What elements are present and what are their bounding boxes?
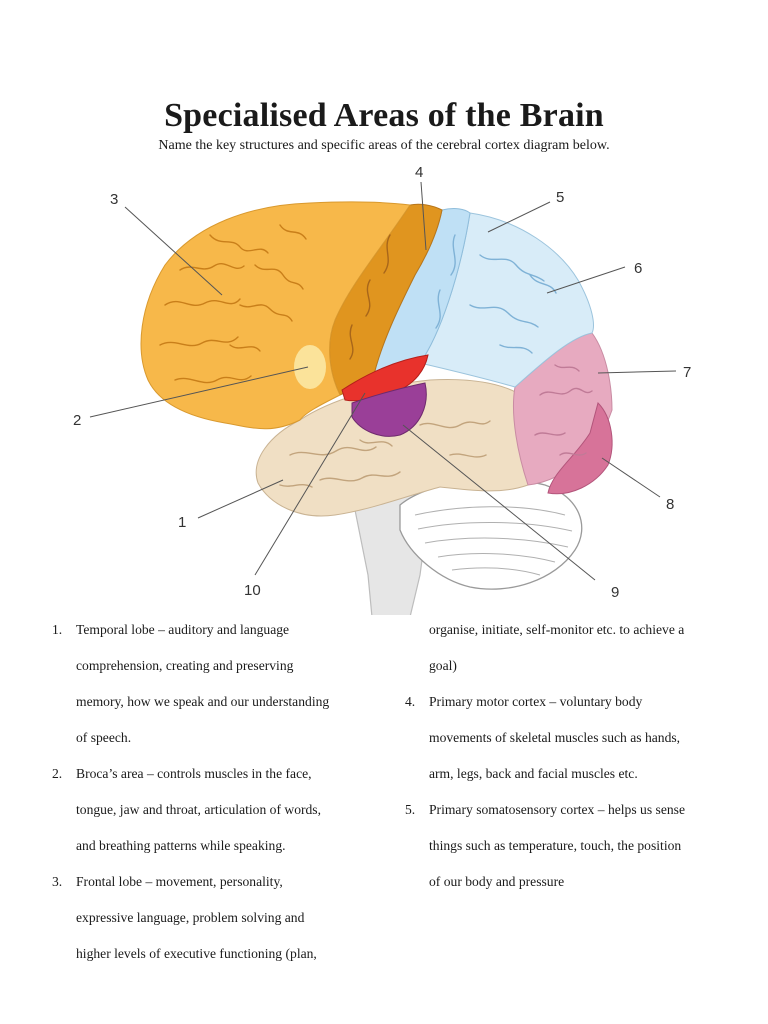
list-item-line: comprehension, creating and preserving [76, 658, 294, 673]
gyri-texture [159, 224, 593, 488]
brain-diagram: 1 2 3 4 5 6 7 8 9 10 [73, 164, 691, 615]
list-item-line: movements of skeletal muscles such as ha… [429, 730, 681, 745]
callout-9: 9 [611, 584, 619, 601]
leader-line-3 [124, 206, 223, 296]
leader-line-4 [420, 181, 427, 251]
frontal-lobe [140, 201, 411, 430]
brocas-area [294, 345, 326, 389]
list-item-line: and breathing patterns while speaking. [76, 838, 286, 853]
callout-2: 2 [73, 412, 81, 429]
list-item-line: higher levels of executive functioning (… [76, 946, 317, 961]
list-item-3-continuation: organise, initiate, self-monitor etc. to… [405, 612, 735, 684]
list-item-number: 2. [52, 766, 63, 781]
callout-4: 4 [415, 164, 423, 181]
leader-line-6 [546, 266, 626, 294]
list-item-line: Primary motor cortex – voluntary body [429, 694, 643, 709]
list-item-5: 5. Primary somatosensory cortex – helps … [405, 792, 735, 900]
callout-7: 7 [683, 364, 691, 381]
leader-lines [89, 181, 677, 581]
list-item-line: organise, initiate, self-monitor etc. to… [429, 622, 685, 637]
callout-numbers: 1 2 3 4 5 6 7 8 9 10 [73, 164, 691, 601]
list-item-line: goal) [429, 658, 457, 673]
list-item-3: 3. Frontal lobe – movement, personality,… [52, 864, 382, 972]
list-item-line: tongue, jaw and throat, articulation of … [76, 802, 321, 817]
callout-3: 3 [110, 191, 118, 208]
leader-line-1 [197, 479, 284, 519]
list-item-line: things such as temperature, touch, the p… [429, 838, 682, 853]
list-item-number: 3. [52, 874, 63, 889]
wernickes-area [351, 382, 427, 437]
list-item-line: memory, how we speak and our understandi… [76, 694, 330, 709]
list-item-line: of speech. [76, 730, 132, 745]
callout-10: 10 [244, 582, 261, 599]
list-item-line: expressive language, problem solving and [76, 910, 305, 925]
leader-line-8 [601, 457, 661, 498]
list-left-column: 1. Temporal lobe – auditory and language… [52, 612, 382, 972]
list-item-4: 4. Primary motor cortex – voluntary body… [405, 684, 735, 792]
page-title: Specialised Areas of the Brain [164, 97, 604, 134]
callout-6: 6 [634, 260, 642, 277]
list-item-number: 1. [52, 622, 63, 637]
list-item-line: of our body and pressure [429, 874, 565, 889]
list-item-1: 1. Temporal lobe – auditory and language… [52, 612, 382, 756]
list-item-2: 2. Broca’s area – controls muscles in th… [52, 756, 382, 864]
leader-line-7 [597, 370, 677, 374]
list-item-number: 5. [405, 802, 416, 817]
callout-5: 5 [556, 189, 564, 206]
list-item-line: Temporal lobe – auditory and language [76, 622, 290, 637]
leader-line-2 [89, 366, 309, 418]
list-right-column: organise, initiate, self-monitor etc. to… [405, 612, 735, 900]
list-item-line: Primary somatosensory cortex – helps us … [429, 802, 685, 817]
list-item-number: 4. [405, 694, 416, 709]
list-item-line: arm, legs, back and facial muscles etc. [429, 766, 638, 781]
page-subtitle: Name the key structures and specific are… [158, 138, 610, 153]
temporal-lobe [255, 379, 531, 517]
primary-visual-cortex [547, 402, 613, 495]
list-item-line: Frontal lobe – movement, personality, [76, 874, 283, 889]
callout-1: 1 [178, 514, 186, 531]
callout-8: 8 [666, 496, 674, 513]
leader-line-10 [254, 392, 366, 576]
leader-line-5 [487, 201, 551, 233]
list-item-line: Broca’s area – controls muscles in the f… [76, 766, 312, 781]
leader-line-9 [402, 424, 596, 581]
